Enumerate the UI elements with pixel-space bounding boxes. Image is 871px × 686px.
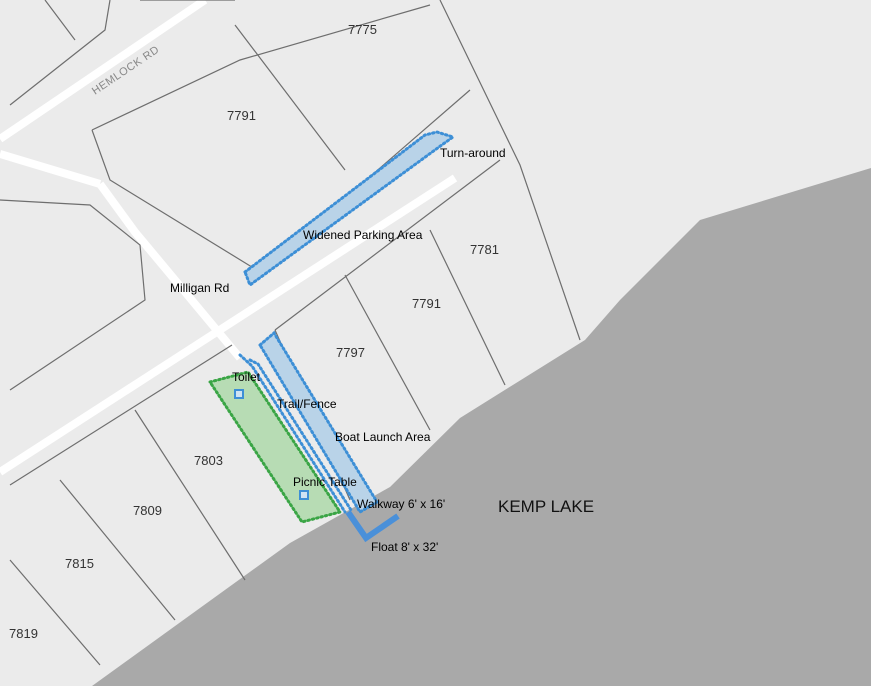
- lot-line: [9, 559, 101, 666]
- toilet-marker: [234, 389, 244, 399]
- lot-label-7803: 7803: [194, 453, 223, 468]
- lake-name-label: KEMP LAKE: [498, 497, 594, 516]
- lot-line: [0, 199, 146, 391]
- trail-fence-label: Trail/Fence: [277, 397, 337, 411]
- widened-parking-area: [243, 130, 457, 288]
- lot-label-7775: 7775: [348, 22, 377, 37]
- lot-line: [9, 344, 233, 486]
- lot-line: [274, 159, 501, 331]
- lot-label-7797: 7797: [336, 345, 365, 360]
- lot-label-7809: 7809: [133, 503, 162, 518]
- lot-line: [9, 0, 111, 106]
- lot-label-7791-south: 7791: [412, 296, 441, 311]
- turnaround-label: Turn-around: [440, 146, 506, 160]
- lot-line: [234, 24, 346, 171]
- parking-area-label: Widened Parking Area: [303, 228, 423, 242]
- walkway-label: Walkway 6' x 16': [357, 497, 445, 511]
- lot-line: [59, 479, 176, 621]
- property-lines: [0, 0, 581, 666]
- picnic-table-marker: [299, 490, 309, 500]
- trail-fence-line: [238, 353, 347, 514]
- kemp-lake: [92, 168, 871, 686]
- access-road: [0, 174, 458, 476]
- float-label: Float 8' x 32': [371, 540, 438, 554]
- lot-line: [91, 4, 431, 131]
- lot-label-7781: 7781: [470, 242, 499, 257]
- walkway-float-structure: [345, 510, 400, 543]
- picnic-area: [207, 370, 343, 524]
- trail-fence-line-inner: [248, 358, 353, 512]
- hemlock-road: [0, 0, 208, 143]
- lot-line: [439, 0, 581, 341]
- lot-line: [344, 274, 431, 431]
- lot-line: [134, 409, 246, 581]
- boat-launch-label: Boat Launch Area: [335, 430, 431, 444]
- milligan-road: [96, 181, 244, 361]
- boat-launch-area: [258, 330, 380, 515]
- road-west-spur: [0, 150, 102, 188]
- picnic-table-label: Picnic Table: [293, 475, 357, 489]
- lot-line: [44, 0, 76, 41]
- lot-label-7791-north: 7791: [227, 108, 256, 123]
- road-network: [0, 0, 458, 476]
- milligan-road-label: Milligan Rd: [170, 281, 229, 295]
- lot-line: [429, 229, 506, 386]
- lot-label-7819: 7819: [9, 626, 38, 641]
- lot-label-7815: 7815: [65, 556, 94, 571]
- toilet-label: Toilet: [232, 370, 261, 384]
